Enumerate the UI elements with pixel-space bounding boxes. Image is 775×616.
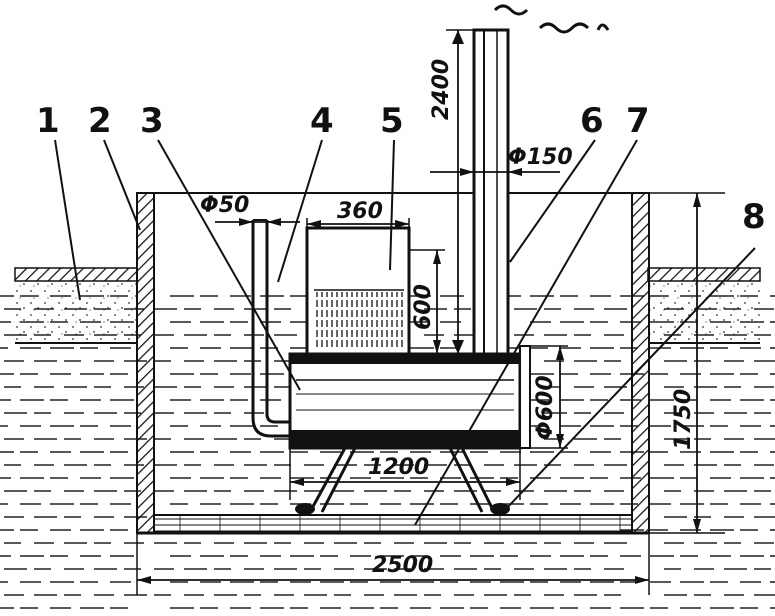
water-tank bbox=[305, 226, 411, 356]
dimension-labels: 2400 Φ150 Φ50 360 600 Φ600 1200 1750 250… bbox=[200, 59, 696, 578]
smoke-squiggle bbox=[493, 4, 610, 34]
callout-labels: 1 2 3 4 5 6 7 8 bbox=[36, 101, 766, 237]
dim-tank-width: 360 bbox=[337, 199, 383, 224]
callout-6: 6 bbox=[580, 101, 604, 141]
stove-drum bbox=[288, 345, 531, 450]
dim-pit-depth: 1750 bbox=[671, 389, 696, 450]
chimney bbox=[472, 28, 510, 356]
dim-pipe-diameter: Φ50 bbox=[200, 193, 249, 218]
callout-1: 1 bbox=[36, 101, 60, 141]
callout-8: 8 bbox=[742, 197, 766, 237]
callout-5: 5 bbox=[380, 101, 404, 141]
dim-chimney-diameter: Φ150 bbox=[508, 145, 573, 170]
callout-7: 7 bbox=[626, 101, 650, 141]
ground-surface bbox=[14, 267, 761, 344]
dimension-lines bbox=[136, 29, 725, 595]
dim-drum-diameter: Φ600 bbox=[533, 375, 558, 440]
callout-4: 4 bbox=[310, 101, 334, 141]
dim-pit-width: 2500 bbox=[372, 553, 433, 578]
stove-legs bbox=[289, 447, 521, 515]
dim-chimney-height: 2400 bbox=[429, 59, 454, 120]
pit-wall-left bbox=[136, 192, 155, 534]
dim-tank-height: 600 bbox=[411, 284, 436, 330]
pit-floor bbox=[137, 514, 649, 535]
callout-2: 2 bbox=[88, 101, 112, 141]
callout-3: 3 bbox=[140, 101, 164, 141]
leader-lines bbox=[54, 139, 756, 526]
dim-drum-length: 1200 bbox=[368, 455, 429, 480]
water-pipe bbox=[251, 219, 295, 438]
